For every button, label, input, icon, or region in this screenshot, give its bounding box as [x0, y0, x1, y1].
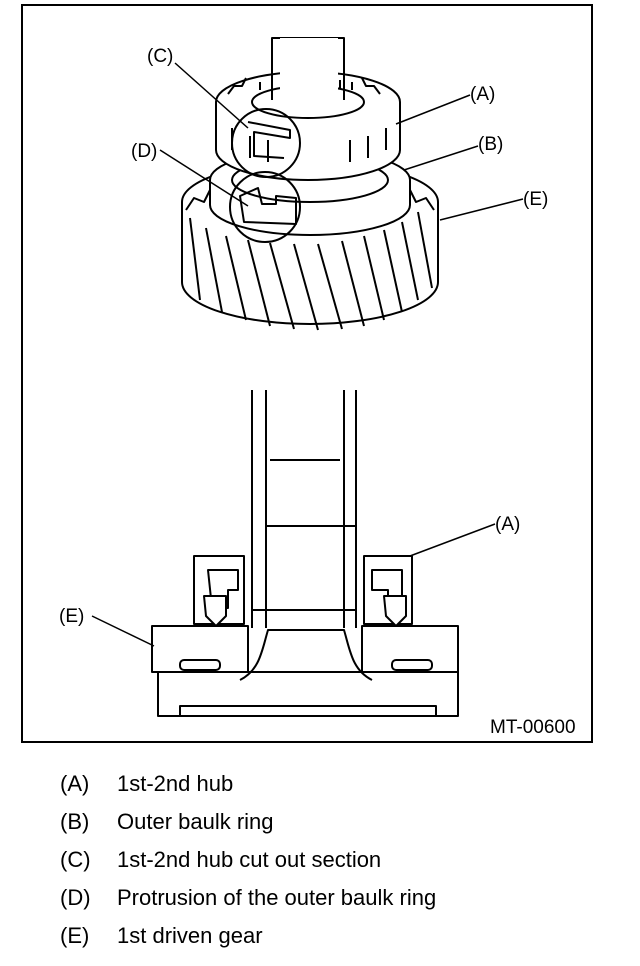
legend-text: 1st-2nd hub — [117, 771, 234, 796]
gear-assembly-illustration — [181, 37, 439, 331]
callout-a-top: (A) — [470, 84, 495, 105]
top-leader-lines — [159, 62, 524, 221]
callout-a-bottom: (A) — [495, 514, 520, 535]
callout-e-top: (E) — [523, 189, 548, 210]
legend-item-c: (C) 1st-2nd hub cut out section — [60, 841, 620, 879]
legend-item-d: (D) Protrusion of the outer baulk ring — [60, 879, 620, 917]
callout-e-bottom: (E) — [59, 606, 84, 627]
bottom-leader-lines — [91, 523, 496, 647]
protrusion-highlight-circle — [229, 171, 301, 243]
legend-list: (A) 1st-2nd hub (B) Outer baulk ring (C) 1s… — [60, 765, 620, 955]
figure-frame — [21, 4, 593, 743]
legend-text: Outer baulk ring — [117, 809, 274, 834]
legend-key: (A) — [60, 771, 90, 796]
legend-key: (E) — [60, 923, 90, 948]
callout-d: (D) — [131, 141, 157, 162]
legend-item-e: (E) 1st driven gear — [60, 917, 620, 955]
legend-key: (B) — [60, 809, 90, 834]
callout-b: (B) — [478, 134, 503, 155]
callout-c: (C) — [147, 46, 173, 67]
cutout-highlight-circle — [231, 108, 301, 178]
figure-id-label: MT-00600 — [490, 717, 576, 738]
legend-item-a: (A) 1st-2nd hub — [60, 765, 620, 803]
legend-key: (D) — [60, 885, 91, 910]
cross-section-illustration — [151, 390, 459, 717]
legend-text: 1st driven gear — [117, 923, 263, 948]
figure-diagram: (A) (B) (C) (D) (E) (A) (E) MT-00600 — [21, 4, 593, 743]
section-shaft — [251, 390, 357, 628]
legend-text: Protrusion of the outer baulk ring — [117, 885, 437, 910]
legend-text: 1st-2nd hub cut out section — [117, 847, 382, 872]
legend-key: (C) — [60, 847, 91, 872]
legend-item-b: (B) Outer baulk ring — [60, 803, 620, 841]
